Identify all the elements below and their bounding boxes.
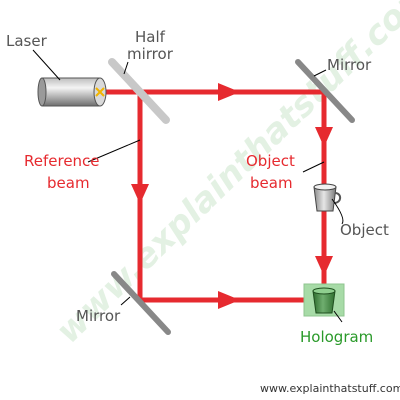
label-reference-2: beam <box>47 174 90 192</box>
credit-url: www.explainthatstuff.com <box>260 382 400 395</box>
leader-mirror-top <box>313 69 327 77</box>
cup-hologram-icon <box>312 287 336 314</box>
laser-cylinder-icon <box>37 77 107 107</box>
cup-icon <box>313 183 342 212</box>
leader-laser <box>32 49 61 81</box>
leader-object <box>331 198 344 225</box>
arrow-down-reference <box>131 184 149 204</box>
label-object-beam-2: beam <box>250 174 293 192</box>
label-laser: Laser <box>6 32 48 50</box>
mirror-top-right <box>295 59 355 123</box>
label-mirror-top: Mirror <box>327 56 372 74</box>
label-reference-1: Reference <box>24 152 100 170</box>
leader-half-mirror <box>123 61 129 75</box>
leader-lines <box>32 49 344 323</box>
arrow-right-top <box>218 83 240 101</box>
leader-mirror-bottom <box>120 296 131 306</box>
label-half-mirror-2: mirror <box>127 45 174 63</box>
arrow-down-object <box>315 127 333 147</box>
label-object: Object <box>340 221 389 239</box>
mirror-bottom-left <box>111 271 171 335</box>
leader-object-beam <box>302 161 325 173</box>
label-half-mirror-1: Half <box>135 28 166 46</box>
arrow-down-hologram <box>315 256 333 276</box>
label-mirror-bottom: Mirror <box>76 307 121 325</box>
leader-hologram <box>333 310 343 323</box>
half-mirror <box>108 58 170 124</box>
arrow-right-bottom <box>218 291 240 309</box>
label-object-beam-1: Object <box>246 152 295 170</box>
hologram-plate <box>303 283 345 317</box>
leader-reference <box>87 139 141 163</box>
beam-arrows <box>131 83 333 309</box>
label-hologram: Hologram <box>300 328 373 346</box>
